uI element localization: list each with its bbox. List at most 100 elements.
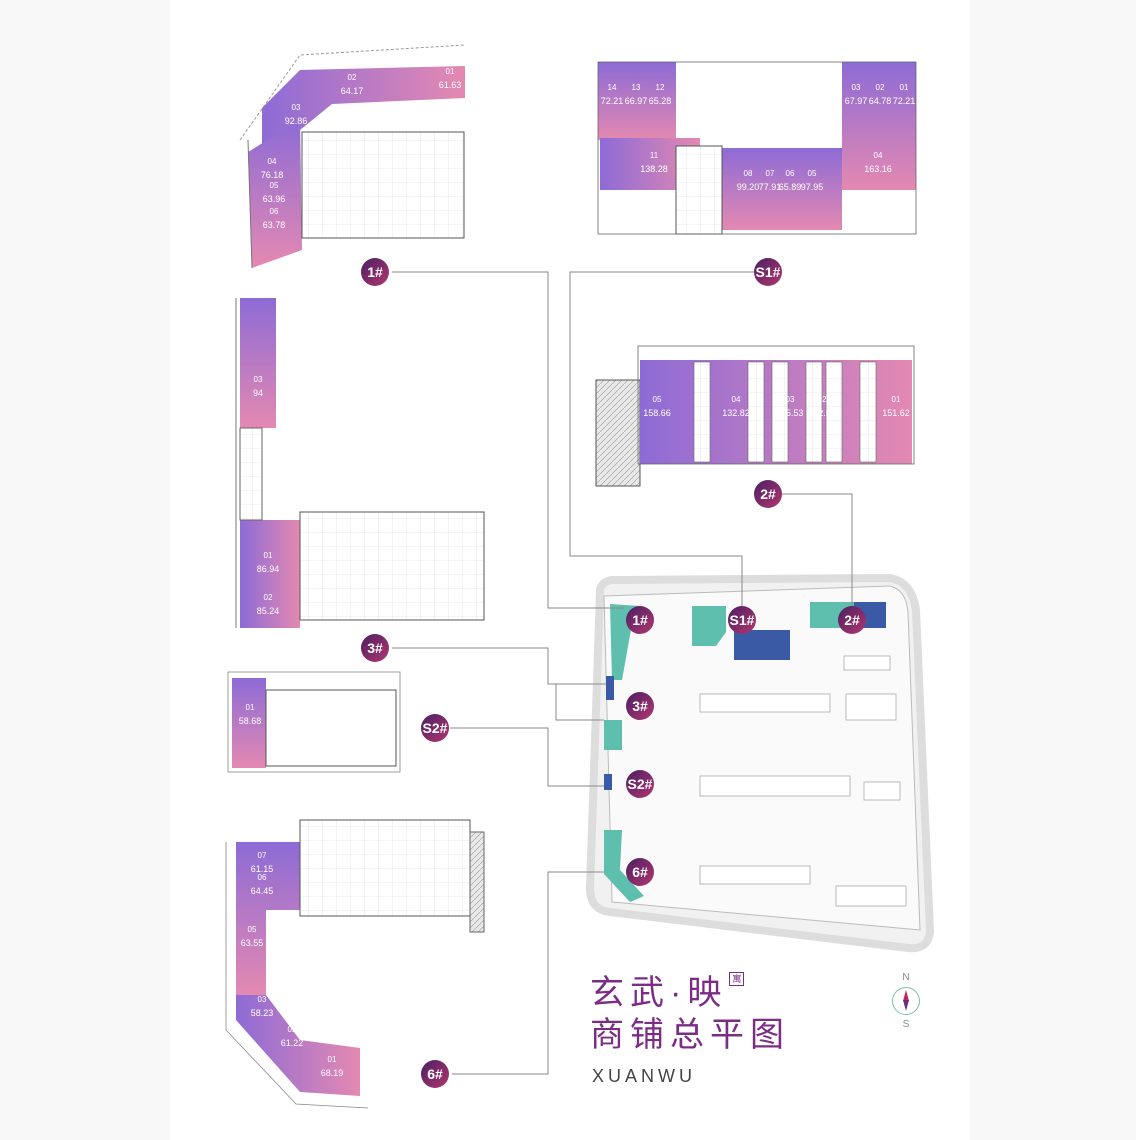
- site-map: [585, 573, 935, 953]
- b2-core-2: [771, 361, 789, 463]
- marker-badge-icon: [361, 634, 389, 662]
- unit-number: 02: [348, 73, 357, 82]
- unit-area: 61.15: [251, 864, 274, 874]
- unit-number: 06: [786, 169, 795, 178]
- connector-s2: [450, 727, 604, 787]
- unit-area: 151.62: [882, 408, 910, 418]
- compass-needle-south: [903, 1000, 909, 1011]
- unit-area: 163.16: [864, 164, 892, 174]
- building-6-plan: [225, 819, 485, 1109]
- unit-area: 85.24: [257, 606, 280, 616]
- marker-label: 3#: [367, 640, 383, 656]
- marker-badge-icon: [361, 258, 389, 286]
- unit-area: 72.21: [601, 96, 624, 106]
- site-s1-footprint-a: [692, 606, 726, 646]
- marker-badge-icon: [421, 1060, 449, 1088]
- unit-area: 158.66: [643, 408, 671, 418]
- connector-6: [452, 871, 604, 1075]
- b2-core-1: [747, 361, 765, 463]
- unit-number: 06: [270, 207, 279, 216]
- unit-area: 132.82: [722, 408, 750, 418]
- unit-number: 03: [852, 83, 861, 92]
- marker-b2-site: 2#: [838, 606, 866, 634]
- connector-1: [392, 271, 624, 609]
- unit-number: 02: [876, 83, 885, 92]
- unit-area: 92.86: [285, 116, 308, 126]
- connector-lines: [392, 271, 853, 1075]
- unit-number: 01: [900, 83, 909, 92]
- site-block-0: [699, 693, 831, 713]
- site-s2-footprint: [604, 774, 612, 790]
- site-block-3: [863, 781, 901, 801]
- unit-number: 04: [732, 395, 741, 404]
- marker-b6-site: 6#: [626, 858, 654, 886]
- marker-label: S1#: [756, 264, 781, 280]
- site-6-footprint: [604, 830, 644, 902]
- site-3-footprint-a: [606, 676, 614, 700]
- b3-shop-03: [240, 298, 276, 428]
- unit-number: 12: [656, 83, 665, 92]
- b1-unit-05: 05 63.96: [263, 181, 286, 204]
- connector-3b: [548, 683, 604, 721]
- marker-label: 6#: [632, 864, 648, 880]
- unit-area: 94: [253, 388, 263, 398]
- b2-core-3: [805, 361, 823, 463]
- unit-number: 13: [632, 83, 641, 92]
- unit-number: 11: [650, 151, 659, 160]
- unit-area: 102.52: [808, 408, 836, 418]
- unit-number: 04: [268, 157, 277, 166]
- unit-number: 03: [258, 995, 267, 1004]
- unit-area: 64.17: [341, 86, 364, 96]
- unit-area: 86.94: [257, 564, 280, 574]
- unit-area: 61.22: [281, 1038, 304, 1048]
- unit-area: 68.19: [321, 1068, 344, 1078]
- marker-badge-icon: [626, 858, 654, 886]
- unit-area: 64.45: [251, 886, 274, 896]
- s1-shop-block-mid: [722, 148, 842, 230]
- marker-badge-icon: [421, 714, 449, 742]
- unit-area: 63.96: [263, 194, 286, 204]
- b2-core-0: [693, 361, 711, 463]
- marker-badge-icon: [838, 606, 866, 634]
- s1-core: [675, 145, 723, 235]
- unit-area: 77.91: [759, 182, 782, 192]
- b6-ramp: [469, 831, 485, 933]
- b2-partition-walls: [693, 361, 877, 463]
- compass-south-label: S: [902, 1019, 910, 1030]
- page-title: 玄武·映寓 商铺总平图: [590, 972, 790, 1056]
- s1-shop-block-left: [598, 62, 676, 140]
- b2-unit-04: 04 132.82: [722, 395, 750, 418]
- b3-shop-01-02: [240, 520, 300, 628]
- b3-corridor: [239, 427, 263, 521]
- marker-label: S1#: [730, 612, 755, 628]
- unit-number: 01: [264, 551, 273, 560]
- marker-label: 6#: [427, 1066, 443, 1082]
- marker-badge-icon: [626, 770, 654, 798]
- site-3-footprint-b: [604, 720, 622, 750]
- b1-outline: [247, 139, 253, 269]
- unit-number: 01: [246, 703, 255, 712]
- unit-labels: 0161.630264.170392.860476.180563.960663.…: [239, 67, 916, 1078]
- site-s1-footprint-b: [734, 630, 790, 660]
- b2-annex: [595, 379, 641, 487]
- marker-b3: 3#: [361, 634, 389, 662]
- compass-icon: [892, 987, 920, 1015]
- unit-area: 97.95: [801, 182, 824, 192]
- s2-outline: [227, 671, 401, 773]
- compass-needle-north: [903, 990, 909, 1001]
- marker-badge-icon: [626, 606, 654, 634]
- unit-number: 01: [328, 1055, 337, 1064]
- unit-number: 07: [258, 851, 267, 860]
- unit-number: 05: [270, 181, 279, 190]
